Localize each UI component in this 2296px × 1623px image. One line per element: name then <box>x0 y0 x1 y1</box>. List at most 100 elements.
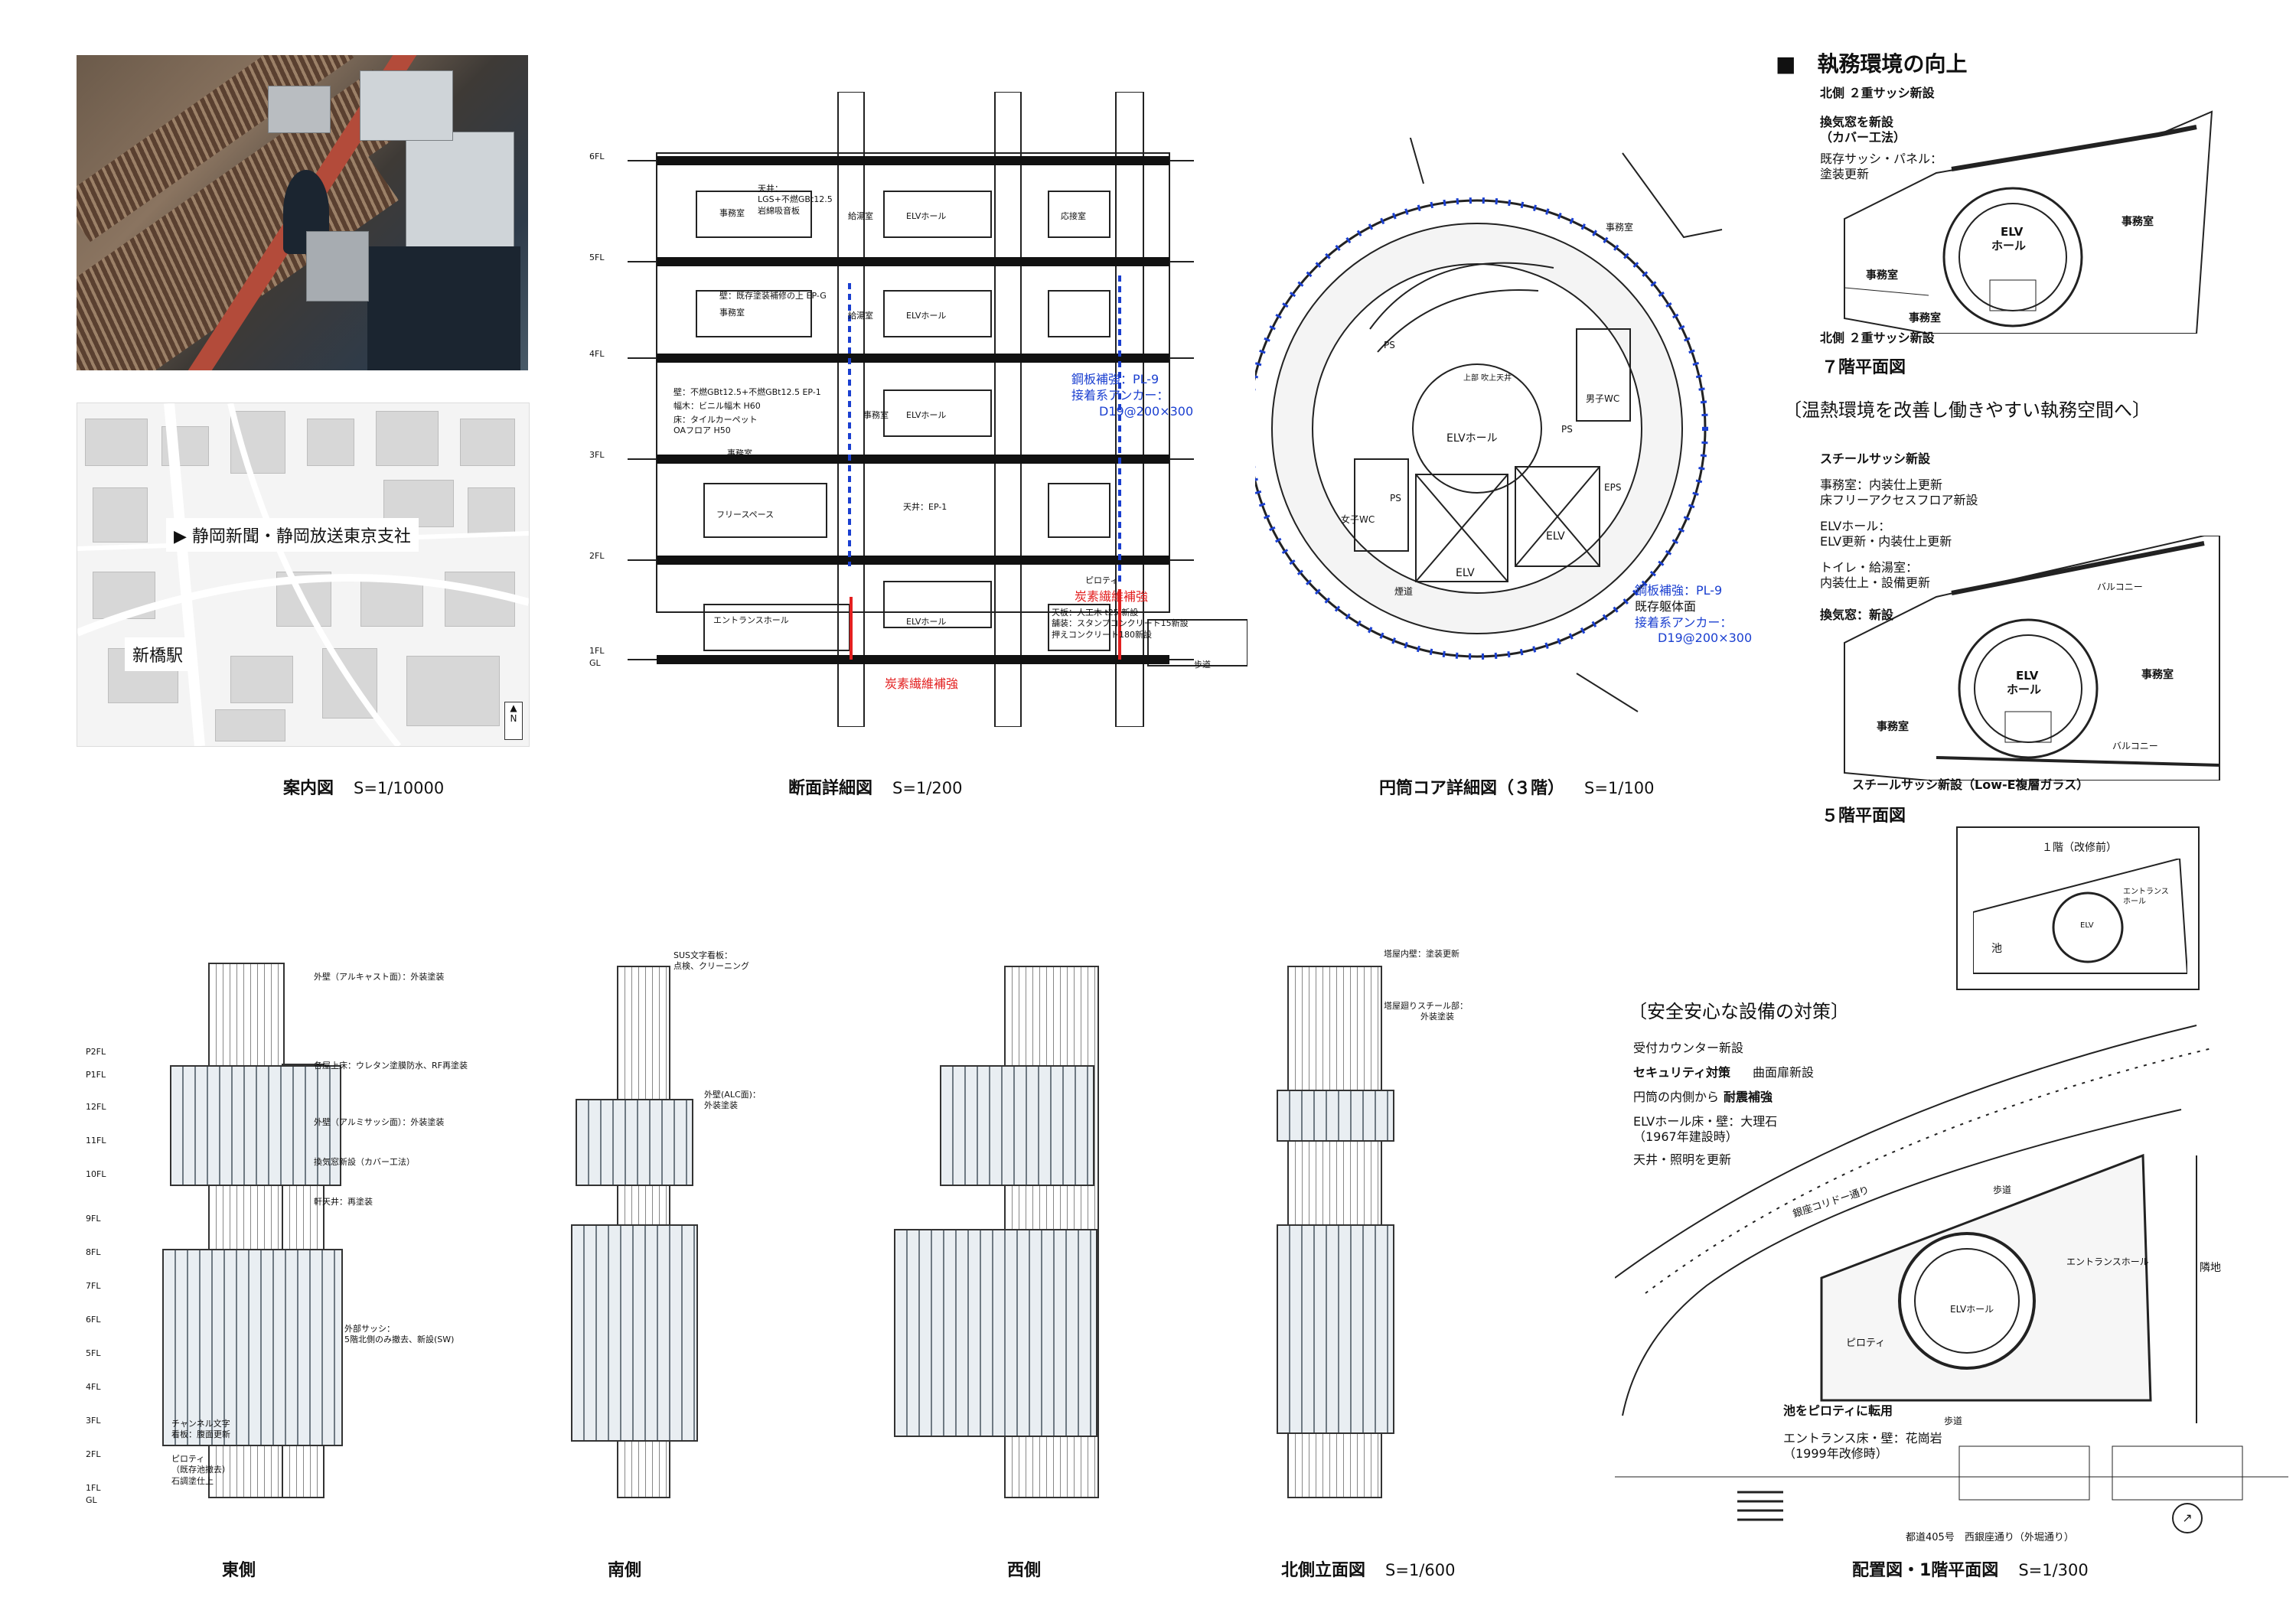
map-target-label: ▶ 静岡新聞・静岡放送東京支社 <box>166 518 419 552</box>
north-window-band <box>1277 1090 1394 1142</box>
core-notes: 鋼板補強：PL-9 既存躯体面 接着系アンカー： D19@200×300 <box>1635 583 1753 646</box>
east-note: 軒天井：再塗装 <box>314 1197 373 1207</box>
section-floor-1: 1FL <box>589 646 605 656</box>
section-note: 天井：EP-1 <box>903 502 947 512</box>
west-window-band <box>940 1065 1094 1186</box>
safety-note: 受付カウンター新設 <box>1633 1041 1744 1055</box>
section-floor-4: 4FL <box>589 349 605 359</box>
section-detail-drawing <box>628 92 1247 727</box>
section-room: 事務室 <box>863 410 889 420</box>
section-note: 壁：既存塗装補修の上 EP-G <box>719 291 827 301</box>
east-caption: 東側 <box>222 1561 256 1580</box>
site-label: 歩道 <box>1944 1416 1963 1426</box>
f7-room: 事務室 <box>1909 312 1941 324</box>
f7-room: ホール <box>1991 239 2027 253</box>
site-plan-drawing <box>1615 1025 2288 1521</box>
east-window-band <box>162 1249 343 1446</box>
core-label: PS <box>1561 424 1573 435</box>
safety-note: 天井・照明を更新 <box>1633 1152 1732 1167</box>
f7-note: 北側 ２重サッシ新設 <box>1820 331 1935 345</box>
section-note: 壁：不燃GBt12.5+不燃GBt12.5 EP-1 <box>673 387 821 397</box>
section-room: 応接室 <box>1061 211 1086 221</box>
section-floor-6: 6FL <box>589 152 605 161</box>
f5-note: スチールサッシ新設（Low-E複層ガラス） <box>1852 777 2089 792</box>
section-room: エントランスホール <box>713 615 789 625</box>
f5-note: 事務室：内装仕上更新 <box>1820 477 1943 492</box>
elev-floor: P2FL <box>86 1047 106 1057</box>
f5-room: ホール <box>2007 683 2042 696</box>
f5-note: トイレ・給湯室： <box>1820 560 1919 575</box>
section-note: ピロティ <box>1085 575 1119 585</box>
map-roads <box>77 403 529 746</box>
safety-note: （1999年改修時） <box>1783 1446 1888 1461</box>
section-floor-3: 3FL <box>589 450 605 460</box>
f7-note: （カバー工法） <box>1820 130 1906 145</box>
section-red-note: 炭素繊維補強 <box>1075 589 1149 604</box>
elev-floor: 2FL <box>86 1449 101 1459</box>
safety-note: ELVホール床・壁：大理石 <box>1633 1114 1778 1129</box>
core-label: ELV <box>1456 567 1475 579</box>
west-caption: 西側 <box>1007 1561 1042 1580</box>
elev-floor: 6FL <box>86 1315 101 1325</box>
safety-note: 曲面扉新設 <box>1753 1065 1815 1080</box>
east-note: 換気窓新設（カバー工法） <box>314 1157 415 1167</box>
south-caption: 南側 <box>608 1561 642 1580</box>
east-note: 外壁（アルミサッシ面）：外装塗装 <box>314 1117 445 1127</box>
f5-room: バルコニー <box>2112 741 2158 751</box>
section-room: フリースペース <box>716 510 775 520</box>
safety-note: 円筒の内側から <box>1633 1090 1720 1104</box>
elev-floor: 10FL <box>86 1169 106 1179</box>
inset-1f-before: １階（改修前） 池 エントランスホール ELV <box>1956 826 2200 990</box>
east-note: チャンネル文字看板：腹面更新 <box>171 1419 230 1440</box>
core-label: ELV <box>1546 530 1565 543</box>
east-note: ピロティ（既存池撤去）石調塗仕上 <box>171 1454 230 1486</box>
f7-room: ELV <box>2001 225 2024 239</box>
core-detail-drawing <box>1255 138 1723 712</box>
south-note: SUS文字看板：点検、クリーニング <box>673 950 749 972</box>
site-label: 隣地 <box>2200 1262 2221 1274</box>
f5-room: ELV <box>2016 669 2039 683</box>
safety-note: 池をピロティに転用 <box>1783 1403 1893 1418</box>
section-floor-gl: GL <box>589 658 601 668</box>
f5-title: ５階平面図 <box>1821 807 1906 826</box>
f7-note: 北側 ２重サッシ新設 <box>1820 86 1935 100</box>
section-note-pilotis: 天板：人工木 t25 新設舗装：スタンプコンクリート15新設押えコンクリート18… <box>1052 608 1189 640</box>
safety-subheading: 〔安全安心な設備の対策〕 <box>1629 1001 1849 1022</box>
work-env-subheading: 〔温熱環境を改善し働きやすい執務空間へ〕 <box>1783 399 2151 421</box>
site-label: ピロティ <box>1846 1338 1886 1349</box>
aerial-photo <box>77 55 528 370</box>
north-arrow-icon: ↗ <box>2172 1503 2203 1533</box>
elev-floor: 7FL <box>86 1281 101 1291</box>
section-room: ELVホール <box>906 617 947 627</box>
work-env-heading: ■ 執務環境の向上 <box>1776 51 1968 77</box>
f5-note: スチールサッシ新設 <box>1820 451 1931 466</box>
elev-floor: 11FL <box>86 1136 106 1146</box>
elev-floor: 3FL <box>86 1416 101 1426</box>
north-note: 塔屋廻りスチール部：外装塗装 <box>1384 1001 1468 1022</box>
section-floor-5: 5FL <box>589 253 605 262</box>
f5-note: 換気窓：新設 <box>1820 608 1894 622</box>
north-note: 塔屋内壁：塗装更新 <box>1384 949 1459 959</box>
elev-floor: 4FL <box>86 1382 101 1392</box>
guide-map: ▶ 静岡新聞・静岡放送東京支社 新橋駅 ▲N <box>77 402 530 747</box>
core-label: ELVホール <box>1446 432 1498 445</box>
section-room: 給湯室 <box>848 311 873 321</box>
site-label: ELVホール <box>1950 1304 1994 1315</box>
map-station-label: 新橋駅 <box>125 637 191 671</box>
f7-note: 換気窓を新設 <box>1820 115 1894 129</box>
east-note: 各屋上床：ウレタン塗膜防水、RF再塗装 <box>314 1061 468 1071</box>
f5-note: ELVホール： <box>1820 519 1891 533</box>
south-note: 外壁(ALC面)：外装塗装 <box>704 1090 761 1111</box>
elev-floor: 9FL <box>86 1214 101 1224</box>
section-room: ELVホール <box>906 211 947 221</box>
safety-note: セキュリティ対策 <box>1633 1065 1731 1080</box>
floor7-plan <box>1844 110 2213 334</box>
elev-floor: 5FL <box>86 1348 101 1358</box>
core-label: EPS <box>1604 482 1622 493</box>
safety-note: （1967年建設時） <box>1633 1129 1738 1144</box>
core-label: 女子WC <box>1341 514 1375 525</box>
